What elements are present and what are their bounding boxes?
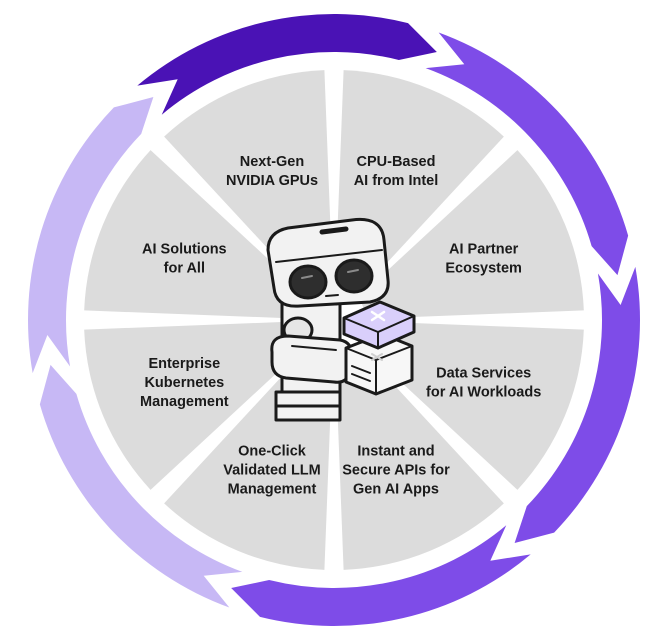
chip-upper [342,300,416,350]
robot-eye-left [288,264,328,300]
segment-label-line: CPU-Based [357,154,436,170]
segment-label-line: AI Partner [449,242,519,258]
segment-label-line: NVIDIA GPUs [226,173,318,189]
cycle-arrow-segment [39,364,243,608]
segment-label-line: Secure APIs for [342,463,450,479]
robot-icon [266,217,416,422]
cycle-arrow-segment [231,525,531,627]
segment-label-line: Kubernetes [144,375,224,391]
segment-label-line: Management [140,394,229,410]
robot-arm [270,334,354,384]
segment-label-line: Ecosystem [445,261,522,277]
robot-eye-right [334,258,374,294]
segment-wedge [84,150,310,319]
cycle-arrow-ring [27,13,641,627]
segment-label-line: Next-Gen [240,154,304,170]
cycle-arrow-segment [27,96,154,374]
segment-label-cpu-based-ai: CPU-Based AI from Intel [354,154,439,189]
segment-label-line: One-Click [238,444,307,460]
segment-label-line: Data Services [436,365,531,381]
segment-label-line: AI from Intel [354,173,439,189]
segment-label-line: Enterprise [148,356,220,372]
segment-wedge [358,321,584,490]
cycle-arrow-segment [514,266,641,544]
segment-label-line: Gen AI Apps [353,482,439,498]
segment-label-ai-solutions-for-all: AI Solutions for All [142,242,227,277]
segment-label-line: for AI Workloads [426,384,541,400]
cycle-arrow-segment [425,32,629,276]
segment-label-data-services: Data Services for AI Workloads [426,365,541,400]
segment-wedge [358,150,584,319]
segment-label-line: Instant and [357,444,434,460]
segment-label-line: Validated LLM [223,463,321,479]
segment-wedge [335,344,504,570]
cycle-arrow-segment [137,13,437,115]
robot-head-slot [319,226,349,235]
segment-label-line: AI Solutions [142,242,227,258]
segment-label-line: for All [164,261,205,277]
segment-wedge [84,321,310,490]
segment-label-line: Management [228,482,317,498]
